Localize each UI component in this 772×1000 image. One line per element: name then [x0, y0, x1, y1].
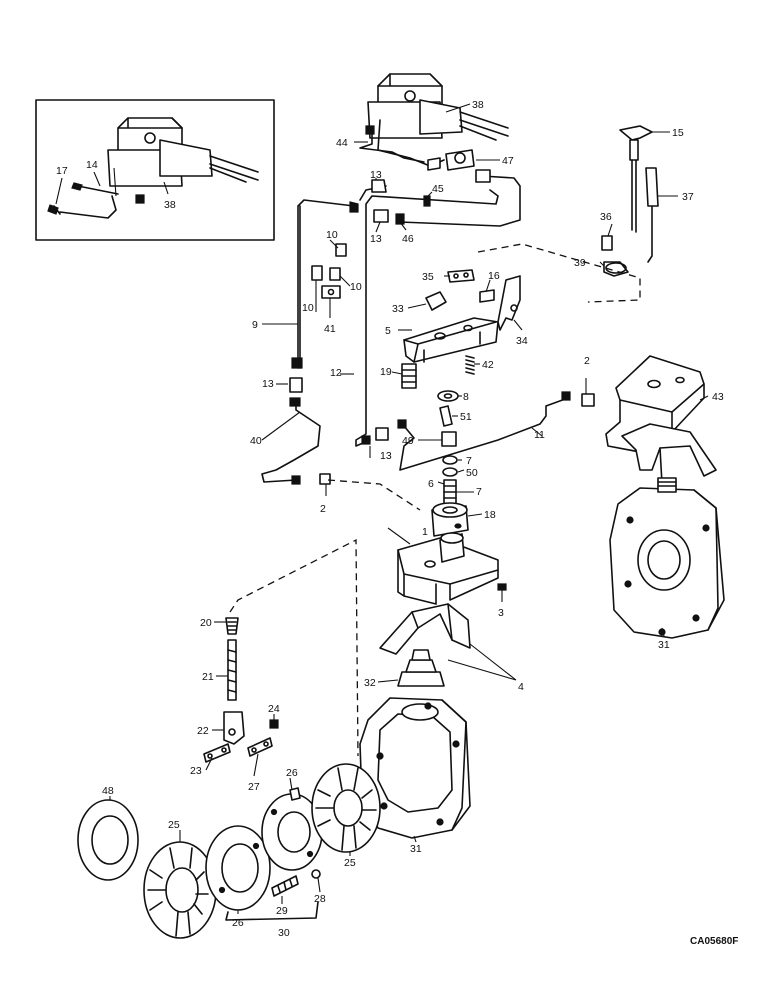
- label-22: 22: [197, 725, 209, 737]
- label-18: 18: [484, 509, 496, 521]
- label-29: 29: [276, 905, 288, 917]
- master-cylinder-main: [367, 73, 509, 167]
- label-38-main: 38: [472, 99, 484, 111]
- label-19: 19: [380, 366, 392, 378]
- label-34: 34: [516, 335, 528, 347]
- label-13-a: 13: [370, 169, 382, 181]
- label-38-inset: 38: [164, 199, 176, 211]
- phantom-lines: [225, 243, 641, 921]
- clips-10-41: [311, 243, 347, 299]
- label-31-right: 31: [658, 639, 670, 651]
- leader-lines: [55, 103, 709, 914]
- label-37: 37: [682, 191, 694, 203]
- label-31-lower: 31: [410, 843, 422, 855]
- inset-box: [35, 99, 275, 241]
- label-28: 28: [314, 893, 326, 905]
- label-51: 51: [460, 411, 472, 423]
- label-14: 14: [86, 159, 98, 171]
- label-42: 42: [482, 359, 494, 371]
- label-43: 43: [712, 391, 724, 403]
- label-50: 50: [466, 467, 478, 479]
- right-assembly: [605, 355, 725, 639]
- label-8: 8: [463, 391, 469, 403]
- label-48: 48: [102, 785, 114, 797]
- label-4: 4: [518, 681, 524, 693]
- label-11: 11: [534, 429, 545, 441]
- label-7-top: 7: [466, 455, 472, 467]
- label-26-bottom: 26: [232, 917, 244, 929]
- label-10-right: 10: [350, 281, 362, 293]
- label-9: 9: [252, 319, 258, 331]
- figure-code: CA05680F: [690, 936, 738, 947]
- label-13-d: 13: [380, 450, 392, 462]
- label-7-bottom: 7: [476, 486, 482, 498]
- label-16: 16: [488, 270, 500, 282]
- label-20: 20: [200, 617, 212, 629]
- discs-and-plates: [77, 763, 381, 939]
- lower-left-linkage: [203, 617, 279, 763]
- label-5: 5: [385, 325, 391, 337]
- label-33: 33: [392, 303, 404, 315]
- label-10-top: 10: [326, 229, 338, 241]
- label-21: 21: [202, 671, 214, 683]
- label-39: 39: [574, 257, 586, 269]
- label-44: 44: [336, 137, 348, 149]
- brake-lines: [261, 125, 595, 485]
- housing-bracket-group: [379, 502, 507, 655]
- label-24: 24: [268, 703, 280, 715]
- lower-housing-31: [359, 697, 471, 839]
- label-13-b: 13: [370, 233, 382, 245]
- part-labels: 1 2 2 3 4 5 6 7 7 8 9 10 10 10 11 12 13 …: [56, 99, 724, 939]
- label-10-left: 10: [302, 302, 314, 314]
- label-46: 46: [402, 233, 414, 245]
- label-25-left: 25: [168, 819, 180, 831]
- boot-32: [397, 649, 445, 687]
- label-13-c: 13: [262, 378, 274, 390]
- label-49: 49: [402, 435, 414, 447]
- pedal-bracket-group: [401, 269, 521, 507]
- label-35: 35: [422, 271, 434, 283]
- label-3: 3: [498, 607, 504, 619]
- label-41: 41: [324, 323, 336, 335]
- label-32: 32: [364, 677, 376, 689]
- label-36: 36: [600, 211, 612, 223]
- label-26-top: 26: [286, 767, 298, 779]
- label-6: 6: [428, 478, 434, 490]
- label-27: 27: [248, 781, 260, 793]
- label-45: 45: [432, 183, 444, 195]
- label-40: 40: [250, 435, 262, 447]
- label-17: 17: [56, 165, 68, 177]
- label-2-right: 2: [584, 355, 590, 367]
- label-15: 15: [672, 127, 684, 139]
- label-30: 30: [278, 927, 290, 939]
- label-1: 1: [422, 526, 428, 538]
- label-2-left: 2: [320, 503, 326, 515]
- label-12: 12: [330, 367, 342, 379]
- label-47: 47: [502, 155, 514, 167]
- label-25-right: 25: [344, 857, 356, 869]
- parking-cable-group: [601, 125, 659, 277]
- label-23: 23: [190, 765, 202, 777]
